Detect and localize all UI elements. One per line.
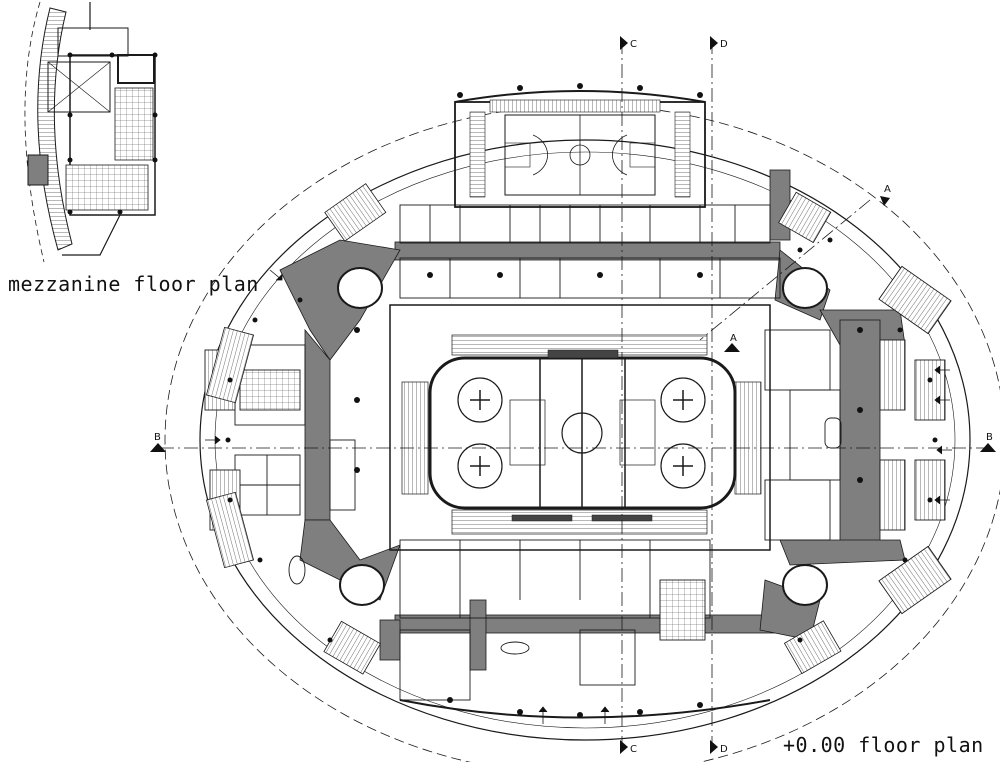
seating-west	[401, 381, 429, 495]
mezzanine-plan	[24, 1, 158, 263]
svg-text:B: B	[986, 432, 993, 443]
entry-arrows	[205, 269, 952, 724]
stair-drums	[337, 267, 828, 606]
svg-text:D: D	[720, 39, 728, 50]
seating-south	[451, 509, 708, 535]
main-arena	[389, 304, 771, 551]
section-marker-c-bottom: C	[620, 740, 637, 755]
mezzanine-outer-arc	[24, 1, 45, 263]
section-marker-d-top: D	[710, 36, 728, 50]
ground-floor-plan-caption: +0.00 floor plan	[783, 733, 984, 757]
section-marker-d-bottom: D	[710, 740, 728, 755]
mezzanine-void	[47, 61, 111, 113]
svg-text:A: A	[730, 333, 737, 344]
perimeter-stands	[205, 183, 842, 675]
section-marker-b-right: B	[980, 432, 996, 452]
mezzanine-seating-arc	[37, 7, 73, 251]
outer-boundary-dashed	[164, 104, 1000, 762]
mezzanine-seats	[114, 87, 154, 161]
svg-text:A: A	[884, 184, 891, 195]
svg-text:C: C	[630, 744, 637, 755]
svg-text:C: C	[630, 39, 637, 50]
east-wing	[764, 265, 952, 615]
svg-text:B: B	[154, 432, 161, 443]
section-marker-c-top: C	[620, 36, 637, 50]
training-hall	[454, 90, 706, 208]
mezzanine-floor-plan-caption: mezzanine floor plan	[8, 272, 259, 296]
facade-outline	[199, 139, 971, 741]
south-wing	[288, 539, 771, 719]
svg-text:D: D	[720, 744, 728, 755]
section-marker-b-left: B	[150, 432, 166, 452]
seating-east	[734, 381, 762, 495]
ground-plan	[160, 40, 1000, 762]
section-lines	[160, 40, 990, 750]
section-marker-a-mid: A	[724, 333, 740, 352]
section-markers: C D C D B B A A	[150, 36, 996, 755]
columns	[225, 83, 938, 718]
section-marker-a-top: A	[880, 184, 891, 206]
north-rooms	[399, 204, 781, 299]
